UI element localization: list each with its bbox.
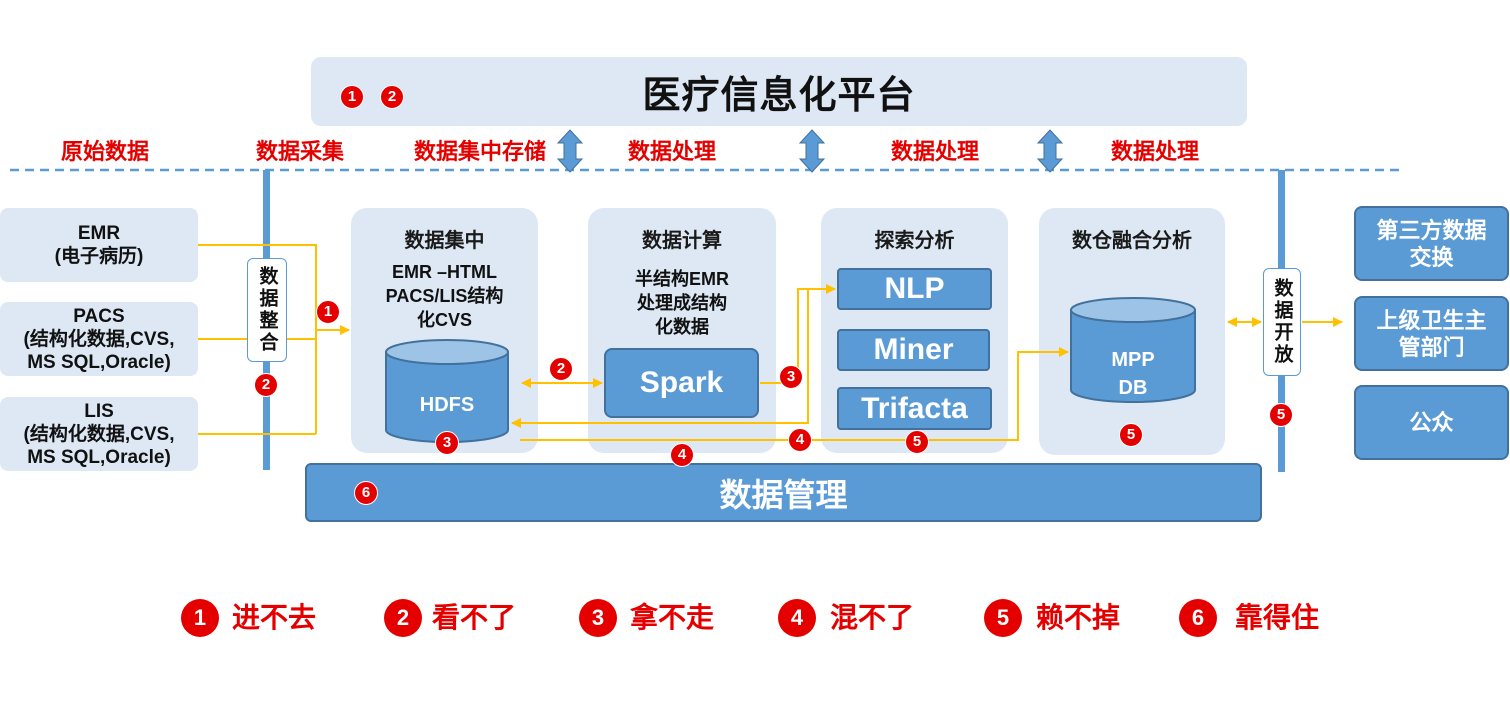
- hdfs-to-mpp-arrow: [520, 347, 1069, 441]
- platform-link-arrow-warehouse: [1036, 129, 1064, 173]
- source-lis-detail-2: MS SQL,Oracle): [27, 446, 171, 468]
- stage-label-storage: 数据集中存储: [413, 139, 546, 164]
- flow-badge-4-line: 4: [788, 428, 812, 452]
- explore-title: 探索分析: [874, 230, 955, 252]
- flow-badge-5-line: 5: [905, 430, 929, 454]
- consumer-public: 公众: [1354, 385, 1509, 460]
- data-open-box: 数据开放: [1263, 268, 1301, 376]
- platform-badge-1: 1: [340, 85, 364, 109]
- platform-title: 医疗信息化平台: [642, 75, 916, 117]
- source-lis-detail-1: (结构化数据,CVS,: [23, 423, 175, 445]
- source-lis: LIS (结构化数据,CVS, MS SQL,Oracle): [0, 397, 198, 471]
- legend-text-4: 混不了: [830, 602, 915, 633]
- legend-badge-3: 3: [579, 599, 617, 637]
- legend-badge-5: 5: [984, 599, 1022, 637]
- flow-badge-4-below: 4: [670, 443, 694, 467]
- storage-line-2: PACS/LIS结构: [385, 286, 504, 306]
- trifacta-box: Trifacta: [837, 387, 992, 430]
- mpp-label-line-2: DB: [1118, 377, 1148, 399]
- source-pacs-detail-1: (结构化数据,CVS,: [23, 328, 175, 350]
- consumer-health-authority-line-2: 管部门: [1398, 334, 1465, 360]
- integration-badge: 2: [254, 373, 278, 397]
- legend-text-5: 赖不掉: [1036, 602, 1121, 633]
- source-lis-name: LIS: [84, 400, 114, 422]
- miner-box: Miner: [837, 329, 990, 371]
- warehouse-badge: 5: [1119, 423, 1143, 447]
- legend-text-2: 看不了: [432, 602, 517, 633]
- source-emr: EMR (电子病历): [0, 208, 198, 282]
- stage-label-processing-1: 数据处理: [627, 139, 716, 164]
- spark-label: Spark: [639, 366, 724, 399]
- spark-box: Spark: [604, 348, 759, 418]
- integration-box: 数据整合: [247, 258, 287, 362]
- legend-badge-2: 2: [384, 599, 422, 637]
- hdfs-label: HDFS: [419, 394, 475, 416]
- trifacta-label: Trifacta: [861, 391, 968, 425]
- legend-text-1: 进不去: [232, 602, 317, 633]
- hdfs-cylinder: [385, 339, 509, 443]
- warehouse-title: 数仓融合分析: [1072, 230, 1192, 252]
- consumer-health-authority: 上级卫生主 管部门: [1354, 296, 1509, 371]
- miner-label: Miner: [873, 333, 954, 366]
- platform-link-arrow-storage: [556, 129, 584, 173]
- stage-label-collection: 数据采集: [255, 139, 344, 164]
- nlp-label: NLP: [884, 272, 945, 305]
- storage-badge: 3: [435, 431, 459, 455]
- collection-badge: 1: [316, 300, 340, 324]
- legend-badge-1: 1: [181, 599, 219, 637]
- storage-title: 数据集中: [404, 230, 485, 252]
- compute-description: 半结构EMR 处理成结构 化数据: [588, 267, 776, 339]
- storage-description: EMR –HTML PACS/LIS结构 化CVS: [351, 260, 538, 332]
- consumer-public-label: 公众: [1409, 410, 1454, 435]
- source-emr-detail: (电子病历): [54, 246, 144, 267]
- stage-label-raw-data: 原始数据: [60, 139, 149, 164]
- platform-badge-2: 2: [380, 85, 404, 109]
- platform-banner: 医疗信息化平台: [311, 57, 1247, 126]
- compute-line-1: 半结构EMR: [635, 269, 729, 289]
- data-management-bar: 数据管理: [305, 463, 1262, 522]
- mpp-label-line-1: MPP: [1111, 349, 1155, 371]
- storage-line-3: 化CVS: [416, 310, 472, 330]
- storage-line-1: EMR –HTML: [392, 262, 497, 282]
- consumer-third-party-line-2: 交换: [1409, 244, 1454, 270]
- stage-label-processing-3: 数据处理: [1110, 139, 1199, 164]
- compute-line-2: 处理成结构: [637, 293, 727, 313]
- transfer-badge: 2: [549, 357, 573, 381]
- emr-feed-line: [198, 244, 317, 434]
- consumer-health-authority-line-1: 上级卫生主: [1376, 307, 1487, 333]
- compute-line-3: 化数据: [655, 317, 709, 337]
- source-emr-name: EMR: [77, 223, 121, 244]
- legend-badge-6: 6: [1179, 599, 1217, 637]
- legend-text-3: 拿不走: [630, 602, 715, 633]
- data-open-label: 数据开放: [1271, 278, 1293, 366]
- stage-label-processing-2: 数据处理: [890, 139, 979, 164]
- integration-label: 数据整合: [256, 266, 278, 354]
- source-pacs-detail-2: MS SQL,Oracle): [27, 351, 171, 373]
- data-management-title: 数据管理: [719, 476, 848, 513]
- mpp-db-label: MPP DB: [1069, 346, 1197, 402]
- data-open-badge: 5: [1269, 403, 1293, 427]
- source-pacs-name: PACS: [73, 305, 125, 327]
- mpp-db-cylinder: [1070, 297, 1196, 403]
- nlp-box: NLP: [837, 268, 992, 310]
- spark-to-nlp-arrow: [760, 284, 836, 384]
- source-pacs: PACS (结构化数据,CVS, MS SQL,Oracle): [0, 302, 198, 376]
- consumer-third-party: 第三方数据 交换: [1354, 206, 1509, 281]
- compute-badge: 3: [779, 365, 803, 389]
- explore-to-hdfs-arrow: [511, 289, 809, 428]
- legend-badge-4: 4: [778, 599, 816, 637]
- management-badge: 6: [354, 481, 378, 505]
- consumer-third-party-line-1: 第三方数据: [1376, 217, 1487, 243]
- compute-title: 数据计算: [642, 230, 722, 252]
- platform-link-arrow-processing: [798, 129, 826, 173]
- legend-text-6: 靠得住: [1235, 602, 1320, 633]
